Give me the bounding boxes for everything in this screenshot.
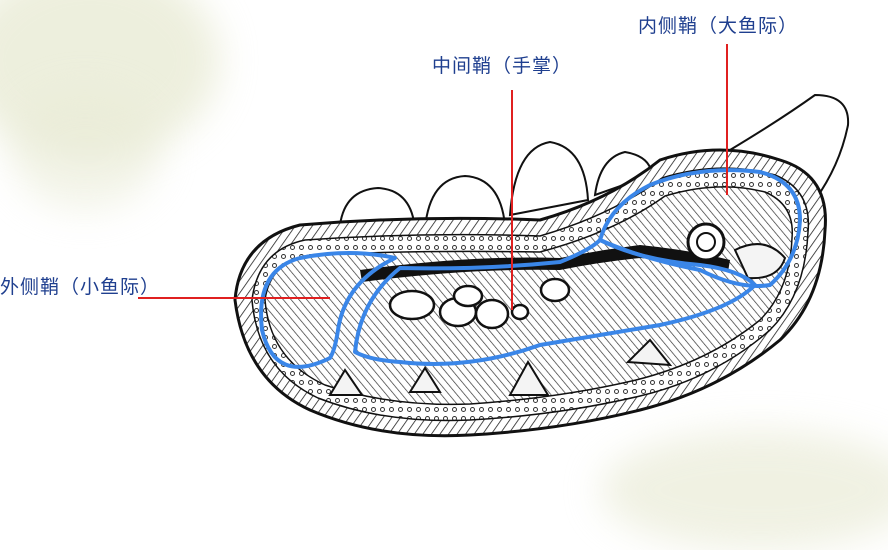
knuckle-shapes (338, 140, 654, 232)
thumb-outline (728, 93, 850, 212)
outer-sheath-outline (259, 251, 397, 369)
fascial-sheath-outlines (259, 168, 802, 369)
flexor-tendons (388, 277, 571, 330)
hand-cross-section-diagram (138, 44, 850, 438)
label-middle-sheath: 中间鞘（手掌） (432, 55, 573, 77)
background-blossom-left (10, 90, 160, 210)
muscle-region (264, 186, 793, 406)
inner-sheath-outline (598, 168, 802, 288)
middle-sheath-outline (353, 238, 757, 366)
label-outer-sheath: 外侧鞘（小鱼际） (0, 276, 161, 298)
leader-lines (138, 44, 728, 310)
label-inner-sheath: 内侧鞘（大鱼际） (638, 15, 799, 37)
metacarpal-bones (328, 243, 787, 396)
thumb-bone (686, 222, 726, 262)
